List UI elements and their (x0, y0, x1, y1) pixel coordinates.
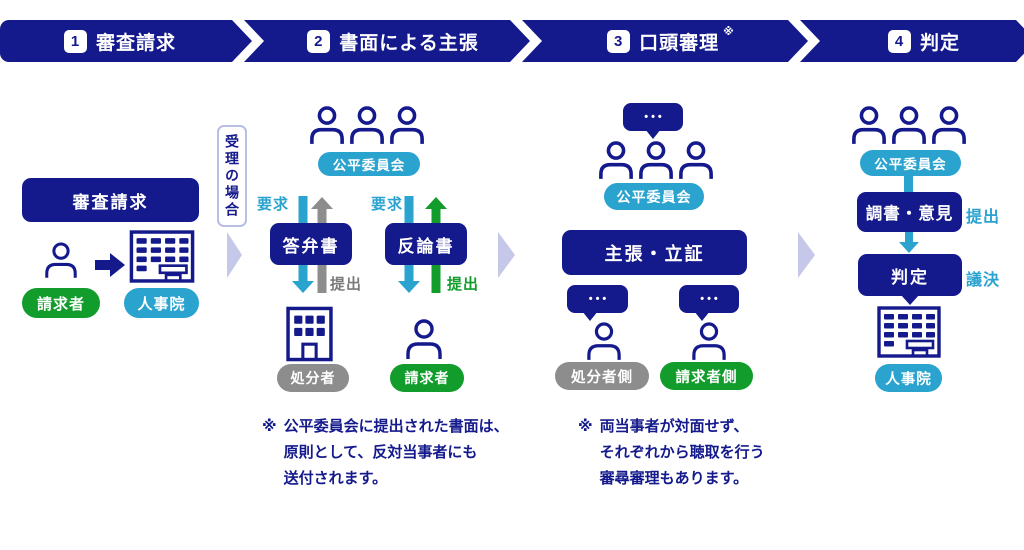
stage3-footnote: ※ 両当事者が対面せず、 それぞれから聴取を行う 審尋審理もあります。 (578, 414, 765, 491)
npa-pill: 人事院 (124, 288, 199, 318)
disposer-pill: 処分者 (277, 364, 349, 392)
request-label: 要求 (371, 196, 404, 213)
claim-proof-box: 主張・立証 (562, 230, 747, 275)
step-label: 書面による主張 (339, 32, 479, 54)
answer-box: 答弁書 (270, 223, 352, 265)
request-label: 要求 (257, 196, 290, 213)
flow-triangle-icon (798, 232, 815, 278)
down-arrow-icon (898, 232, 920, 253)
footnote-mark: ※ (262, 418, 277, 435)
speech-bubble-icon: ••• (623, 103, 683, 131)
committee-pill: 公平委員会 (860, 150, 961, 176)
request-box: 審査請求 (22, 178, 199, 222)
step-number-badge: 4 (888, 30, 911, 53)
step-label: 判定 (919, 32, 960, 54)
person-icon (892, 106, 926, 144)
ellipsis-dots: ••• (700, 292, 721, 305)
footnote-line: 公平委員会に提出された書面は、 (283, 418, 509, 435)
flow-triangle-icon (498, 232, 515, 278)
person-icon (932, 106, 966, 144)
step-banner-1: 1 審査請求 (0, 20, 252, 62)
npa-building-icon (129, 230, 195, 283)
submit-label: 提出 (447, 276, 480, 293)
footnote-mark: ※ (723, 26, 735, 38)
committee-persons-icon (852, 106, 966, 144)
step-number-badge: 3 (607, 30, 630, 53)
claimant-side-pill: 請求者側 (660, 362, 753, 390)
person-icon (350, 106, 384, 144)
connector-bar-icon (904, 176, 913, 193)
submit-label: 提出 (330, 276, 363, 293)
rebuttal-box: 反論書 (385, 223, 467, 265)
step-label: 口頭審理 (639, 32, 720, 54)
speech-bubble-icon: ••• (679, 285, 739, 313)
claimant-person-icon (45, 242, 77, 278)
record-opinion-box: 調書・意見 (857, 192, 962, 232)
stage2-footnote: ※ 公平委員会に提出された書面は、 原則として、反対当事者にも 送付されます。 (262, 414, 509, 491)
committee-pill: 公平委員会 (604, 183, 704, 210)
person-icon (852, 106, 886, 144)
claimant-pill: 請求者 (390, 364, 464, 392)
npa-pill: 人事院 (875, 364, 942, 392)
step-label: 審査請求 (95, 32, 176, 54)
committee-persons-icon (599, 141, 713, 179)
disposer-person-icon (587, 322, 621, 360)
decision-box: 判定 (858, 254, 962, 296)
person-icon (679, 141, 713, 179)
footnote-line: 送付されます。 (283, 469, 388, 487)
person-icon (390, 106, 424, 144)
ellipsis-dots: ••• (588, 292, 610, 305)
flow-triangle-icon (227, 232, 242, 278)
footnote-mark: ※ (578, 418, 593, 435)
step-banner-2: 2 書面による主張 (244, 20, 530, 62)
footnote-line: 原則として、反対当事者にも (283, 443, 478, 461)
claimant-pill: 請求者 (22, 288, 100, 318)
person-icon (639, 141, 673, 179)
acceptance-case-box: 受理の場合 (217, 125, 247, 227)
footnote-line: 審尋審理もあります。 (599, 469, 749, 487)
claimant-person-icon (406, 319, 442, 359)
claimant-person-icon (692, 322, 726, 360)
right-arrow-icon (95, 253, 125, 277)
step-banner-3: 3 口頭審理 ※ (522, 20, 808, 62)
footnote-line: 両当事者が対面せず、 (599, 418, 749, 435)
committee-pill: 公平委員会 (318, 152, 420, 176)
ellipsis-dots: ••• (644, 110, 665, 123)
footnote-line: それぞれから聴取を行う (599, 443, 765, 461)
person-icon (599, 141, 633, 179)
person-icon (310, 106, 344, 144)
speech-bubble-icon: ••• (567, 285, 628, 313)
committee-persons-icon (310, 106, 424, 144)
disposer-side-pill: 処分者側 (555, 362, 649, 390)
step-banner-4: 4 判定 (800, 20, 1024, 62)
submit-label: 提出 (966, 209, 1001, 226)
step-number-badge: 1 (64, 30, 87, 53)
vote-label: 議決 (966, 272, 1001, 289)
step-number-badge: 2 (307, 30, 330, 53)
npa-building-icon (877, 306, 941, 358)
disposer-building-icon (286, 306, 333, 362)
